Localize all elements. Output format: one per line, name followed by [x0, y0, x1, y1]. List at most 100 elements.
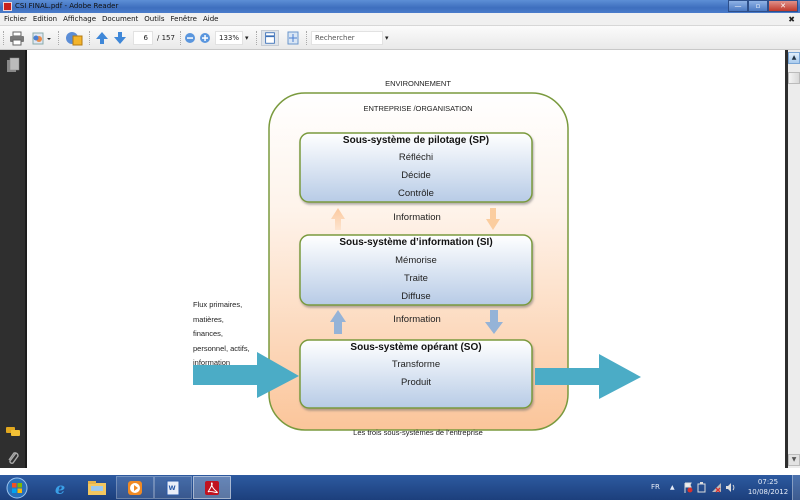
show-desktop-button[interactable] — [792, 475, 800, 500]
close-button[interactable]: ✕ — [768, 0, 798, 12]
toolbar-separator — [306, 31, 307, 45]
navigation-pane — [0, 50, 27, 468]
clock[interactable]: 07:25 10/08/2012 — [745, 477, 791, 497]
environment-label: ENVIRONNEMENT — [385, 79, 451, 88]
taskbar-adobe-reader[interactable] — [193, 476, 231, 499]
information-label-2: Information — [393, 314, 441, 325]
fit-page-icon[interactable] — [285, 30, 301, 46]
so-line: Transforme — [391, 359, 441, 370]
toolbar-separator — [89, 31, 90, 45]
arrow-up-so-to-si — [330, 310, 346, 334]
start-button[interactable] — [0, 476, 34, 499]
menu-affichage[interactable]: Affichage — [63, 15, 97, 23]
input-flow-line: personnel, actifs, — [193, 343, 250, 353]
input-flow-line: matières, — [193, 314, 224, 324]
menu-document[interactable]: Document — [102, 15, 139, 23]
toolbar-grip — [3, 31, 4, 45]
taskbar-explorer[interactable] — [78, 476, 116, 499]
comments-icon[interactable] — [5, 426, 21, 438]
so-line: Produit — [400, 377, 432, 388]
input-flow-arrow — [193, 352, 299, 398]
volume-icon[interactable] — [725, 482, 736, 493]
taskbar: e W FR ▲ 07:25 10/08/2012 — [0, 475, 800, 500]
scroll-up-button[interactable]: ▲ — [788, 52, 800, 64]
menu-fichier[interactable]: Fichier — [4, 15, 27, 23]
si-line: Traite — [404, 273, 428, 284]
close-document-button[interactable]: ✖ — [788, 15, 795, 24]
so-box — [299, 339, 533, 409]
window-title: CSI FINAL.pdf - Adobe Reader — [15, 2, 119, 10]
sp-line: Réfléchi — [398, 152, 434, 163]
taskbar-media-player[interactable] — [116, 476, 154, 499]
sp-line: Contrôle — [398, 188, 434, 199]
page-total: / 157 — [157, 34, 175, 42]
windows-logo-icon — [6, 477, 28, 498]
svg-text:e: e — [55, 479, 65, 497]
network-disconnected-icon[interactable] — [711, 482, 722, 493]
scroll-down-button[interactable]: ▼ — [788, 454, 800, 466]
arrow-down-sp-to-si — [486, 208, 500, 230]
share-icon[interactable] — [31, 30, 53, 46]
folder-icon — [88, 480, 106, 495]
zoom-dropdown[interactable]: ▾ — [245, 34, 249, 42]
next-page-icon[interactable] — [112, 30, 128, 46]
print-icon[interactable] — [9, 30, 25, 46]
arrow-up-si-to-sp — [331, 208, 345, 230]
zoom-out-icon[interactable] — [184, 30, 196, 46]
maximize-button[interactable]: ▫ — [748, 0, 768, 12]
minimize-button[interactable]: — — [728, 0, 748, 12]
input-flow-line: finances, — [193, 329, 224, 338]
vertical-scrollbar[interactable]: ▲ ▼ — [785, 50, 800, 468]
taskbar-word[interactable]: W — [154, 476, 192, 499]
clock-time: 07:25 — [757, 478, 779, 486]
show-hidden-icons-button[interactable]: ▲ — [670, 484, 675, 491]
title-bar: CSI FINAL.pdf - Adobe Reader — ▫ ✕ — [0, 0, 800, 13]
menu-edition[interactable]: Edition — [32, 15, 58, 23]
input-flows-text: Flux primaires, matières, finances, pers… — [193, 298, 250, 371]
search-dropdown[interactable]: ▾ — [385, 34, 389, 42]
language-indicator[interactable]: FR — [651, 483, 660, 491]
input-flow-line: information — [193, 358, 231, 367]
scroll-thumb[interactable] — [788, 72, 800, 84]
page-number-input[interactable]: 6 — [133, 31, 153, 45]
menu-outils[interactable]: Outils — [144, 15, 165, 23]
search-input[interactable]: Rechercher — [311, 31, 383, 45]
zoom-in-icon[interactable] — [199, 30, 211, 46]
pages-icon[interactable] — [6, 57, 20, 73]
information-label-1: Information — [393, 212, 441, 223]
sp-title: Sous-système de pilotage (SP) — [342, 135, 490, 146]
attachments-icon[interactable] — [6, 450, 20, 466]
toolbar-separator — [180, 31, 181, 45]
diagram — [193, 92, 641, 431]
si-title: Sous-système d’information (SI) — [339, 237, 493, 248]
collaborate-icon[interactable] — [64, 30, 84, 46]
internet-explorer-icon: e — [55, 479, 65, 497]
word-icon: W — [166, 480, 180, 495]
svg-text:W: W — [169, 484, 176, 492]
menu-bar: Fichier Edition Affichage Document Outils Fen… — [0, 13, 800, 26]
zoom-level-input[interactable]: 133% — [215, 31, 243, 45]
output-flow-arrow — [535, 354, 641, 399]
input-flow-line: Flux primaires, — [193, 300, 243, 309]
si-box — [299, 234, 533, 306]
toolbar-separator — [256, 31, 257, 45]
menu-fenetre[interactable]: Fenêtre — [170, 15, 197, 23]
clock-date: 10/08/2012 — [747, 488, 789, 496]
sp-line: Décide — [401, 170, 431, 181]
arrow-down-si-to-so — [485, 310, 503, 334]
fit-width-icon[interactable] — [261, 30, 279, 46]
si-line: Mémorise — [395, 255, 437, 266]
adobe-reader-icon — [205, 480, 219, 495]
toolbar: 6 / 157 133% ▾ Rechercher ▾ — [0, 26, 800, 50]
si-line: Diffuse — [401, 291, 431, 302]
previous-page-icon[interactable] — [94, 30, 110, 46]
power-icon[interactable] — [697, 482, 707, 493]
action-center-flag-icon[interactable] — [683, 482, 693, 493]
figure-caption: Les trois sous-systèmes de l’entreprise — [353, 428, 483, 437]
enterprise-label: ENTREPRISE /ORGANISATION — [363, 104, 473, 113]
menu-aide[interactable]: Aide — [202, 15, 219, 23]
so-title: Sous-système opérant (SO) — [350, 342, 482, 353]
document-view: ENVIRONNEMENT ENTREPRISE /ORGANISATION S… — [27, 50, 785, 468]
sp-box — [299, 132, 533, 203]
taskbar-internet-explorer[interactable]: e — [42, 476, 80, 499]
